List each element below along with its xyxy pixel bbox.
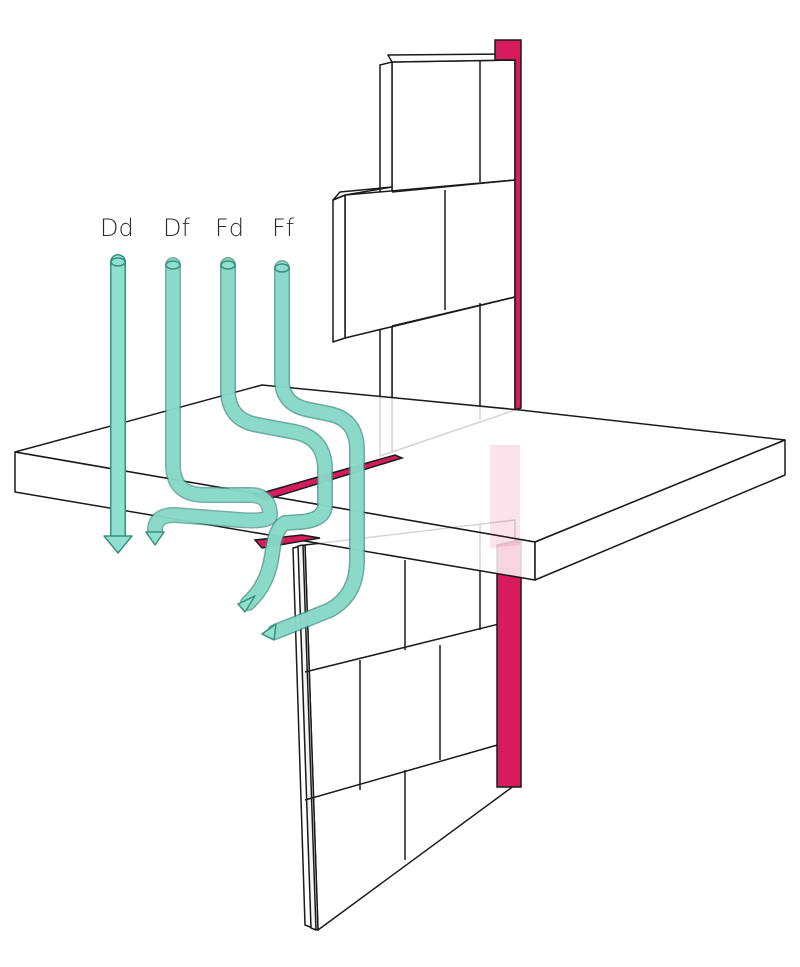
label-fd: Fd <box>215 214 244 242</box>
path-fd <box>220 257 333 613</box>
label-ff: Ff <box>272 214 295 242</box>
path-ff <box>261 260 365 641</box>
upper-wall <box>332 53 516 457</box>
arrow-head-icon <box>103 535 133 554</box>
lower-wall <box>292 519 516 931</box>
arrow-head-icon <box>237 595 256 613</box>
arrow-head-icon <box>145 531 165 546</box>
transmission-paths <box>103 254 365 641</box>
label-dd: Dd <box>100 214 134 242</box>
arrow-head-icon <box>261 623 277 641</box>
path-df <box>145 257 278 546</box>
label-df: Df <box>163 214 190 242</box>
floor-slab <box>14 384 786 581</box>
wall-ghost <box>490 445 520 548</box>
path-dd <box>103 254 133 554</box>
